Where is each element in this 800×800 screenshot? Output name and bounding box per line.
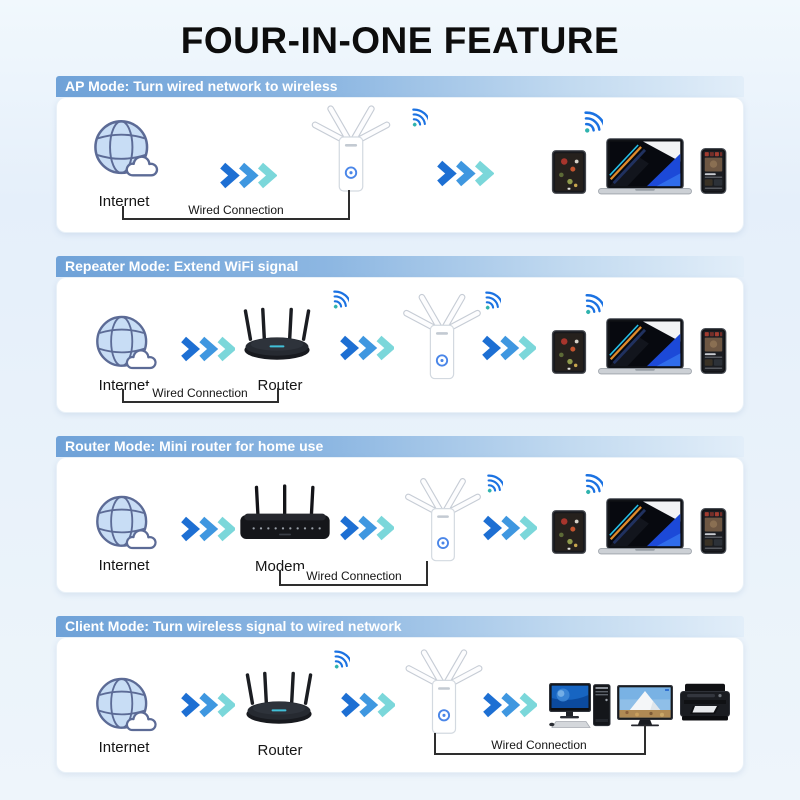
section-card-client: Internet Router Wired Connection	[56, 637, 744, 773]
modem-device	[235, 476, 335, 554]
laptop-device	[598, 498, 692, 557]
wifi-signal-icon	[573, 289, 603, 319]
flow-chevrons-icon	[481, 692, 537, 718]
wifi-signal-icon	[573, 469, 603, 499]
internet-globe-icon	[95, 676, 165, 738]
wired-connection-line	[434, 753, 646, 755]
internet-globe-icon	[95, 314, 165, 376]
wired-connection-line	[122, 206, 124, 220]
internet-label: Internet	[98, 557, 150, 574]
flow-chevrons-icon	[434, 160, 494, 187]
phone-device	[700, 148, 727, 194]
phone-device	[700, 508, 727, 554]
section-header-repeater: Repeater Mode: Extend WiFi signal	[56, 256, 744, 277]
wired-connection-line	[277, 388, 279, 403]
wired-connection-line	[644, 725, 646, 755]
flow-chevrons-icon	[339, 692, 395, 718]
wifi-extender-device	[401, 476, 485, 574]
printer-device	[678, 683, 732, 725]
internet-globe-icon	[93, 118, 167, 184]
tablet-device	[551, 330, 587, 374]
section-ap-mode: AP Mode: Turn wired network to wireless …	[56, 76, 744, 233]
flow-chevrons-icon	[481, 515, 537, 541]
wired-connection-label: Wired Connection	[299, 569, 409, 583]
router-device	[239, 654, 319, 742]
page-title: FOUR-IN-ONE FEATURE	[180, 20, 620, 61]
section-header-client: Client Mode: Turn wireless signal to wir…	[56, 616, 744, 637]
section-card-ap: Internet Wired Connection	[56, 97, 744, 233]
router-label: Router	[257, 742, 303, 759]
phone-device	[700, 328, 727, 374]
wired-connection-line	[279, 584, 428, 586]
router-label: Router	[257, 377, 303, 394]
wifi-signal-icon	[322, 286, 349, 313]
wired-connection-label: Wired Connection	[145, 386, 255, 400]
wired-connection-line	[122, 401, 279, 403]
wifi-signal-icon	[571, 106, 603, 138]
tv-device	[617, 685, 673, 727]
tablet-device	[551, 150, 587, 194]
wired-connection-line	[348, 190, 350, 220]
flow-chevrons-icon	[179, 516, 235, 542]
section-client-mode: Client Mode: Turn wireless signal to wir…	[56, 616, 744, 773]
tablet-device	[551, 510, 587, 554]
section-header-ap: AP Mode: Turn wired network to wireless	[56, 76, 744, 97]
wifi-signal-icon	[474, 287, 501, 314]
wired-connection-label: Wired Connection	[181, 203, 291, 217]
section-header-router: Router Mode: Mini router for home use	[56, 436, 744, 457]
wired-connection-line	[426, 561, 428, 586]
wifi-extender-device	[304, 104, 398, 204]
wifi-signal-icon	[401, 104, 428, 131]
wired-connection-line	[434, 733, 436, 755]
internet-label: Internet	[98, 193, 150, 210]
laptop-device	[598, 138, 692, 197]
wired-connection-line	[122, 389, 124, 403]
internet-globe-icon	[95, 494, 165, 556]
section-router-mode: Router Mode: Mini router for home use In…	[56, 436, 744, 593]
section-card-router: Internet Modem Wired Connection	[56, 457, 744, 593]
wired-connection-line	[122, 218, 350, 220]
router-device	[237, 290, 317, 378]
section-card-repeater: Internet Router Wired Connection	[56, 277, 744, 413]
modem-label: Modem	[254, 558, 306, 575]
wifi-signal-icon	[323, 646, 350, 673]
laptop-device	[598, 318, 692, 377]
wired-connection-line	[279, 570, 281, 586]
internet-label: Internet	[98, 739, 150, 756]
flow-chevrons-icon	[217, 162, 277, 189]
wired-connection-label: Wired Connection	[484, 738, 594, 752]
flow-chevrons-icon	[179, 692, 235, 718]
section-repeater-mode: Repeater Mode: Extend WiFi signal Intern…	[56, 256, 744, 413]
flow-chevrons-icon	[338, 515, 394, 541]
wifi-extender-device	[401, 648, 487, 746]
desktop-pc-device	[549, 683, 615, 729]
flow-chevrons-icon	[179, 336, 235, 362]
wifi-signal-icon	[476, 470, 503, 497]
flow-chevrons-icon	[338, 335, 394, 361]
wifi-extender-device	[399, 292, 485, 392]
internet-label: Internet	[98, 377, 150, 394]
flow-chevrons-icon	[480, 335, 536, 361]
